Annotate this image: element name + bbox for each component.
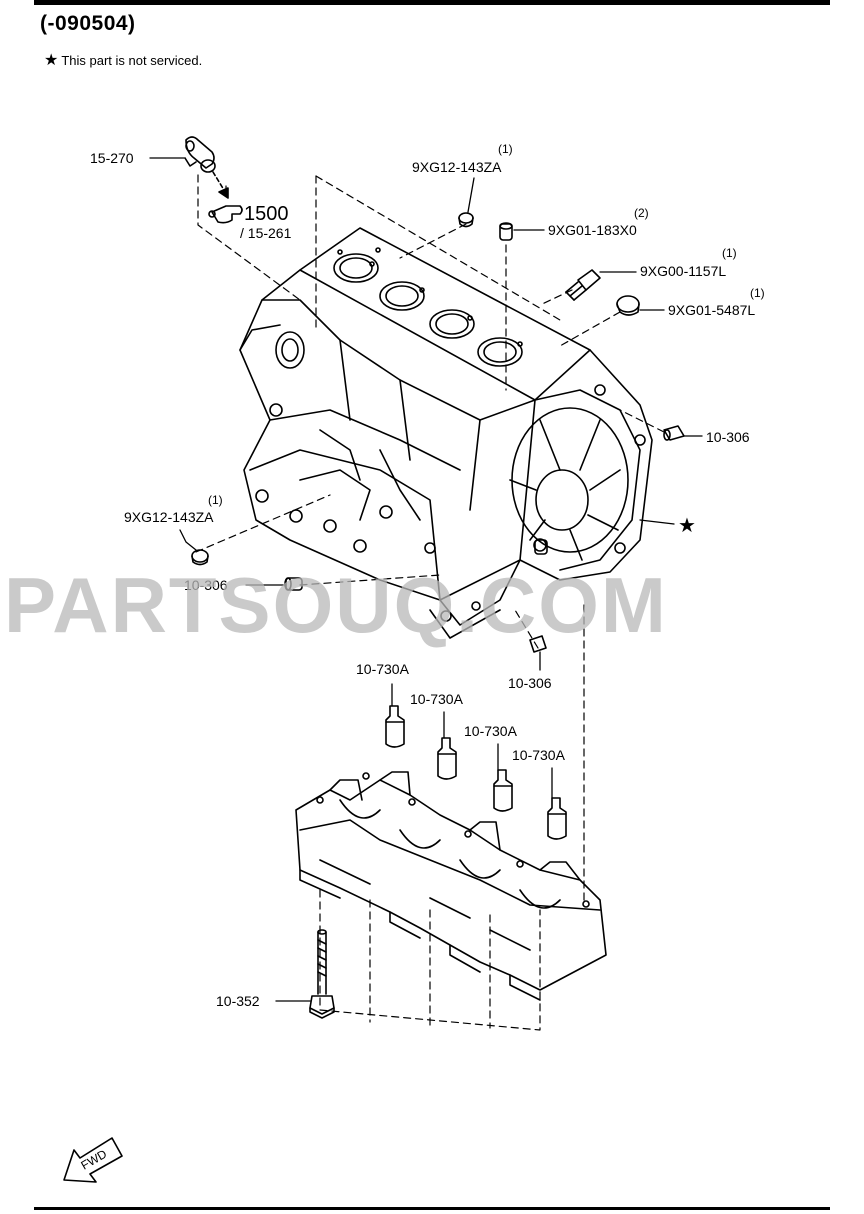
- dowel-10-306-right-icon: [663, 425, 685, 441]
- plug-top-icon: [458, 212, 474, 228]
- lash-adjuster-4-icon: [547, 797, 567, 840]
- label-10-730a-1: 10-730A: [356, 661, 410, 677]
- dowel-10-306-bottom-icon: [529, 635, 547, 653]
- dowel-pin-top-icon: [499, 222, 513, 241]
- label-15-270: 15-270: [90, 150, 134, 166]
- fitting-15-270-icon: [184, 136, 216, 173]
- label-15-261: / 15-261: [240, 225, 292, 241]
- label-10-730a-2: 10-730A: [410, 691, 464, 707]
- label-9xg01-5487l: 9XG01-5487L: [668, 302, 755, 318]
- star-icon: ★: [44, 52, 59, 69]
- bottom-border: [34, 1207, 830, 1210]
- label-10-352: 10-352: [216, 993, 260, 1009]
- assembly-lines: [195, 174, 665, 1031]
- label-9xg01-183x0: 9XG01-183X0: [548, 222, 637, 238]
- qty-9xg12-143za-top: (1): [498, 142, 513, 156]
- pointing-hand-icon: [208, 205, 243, 224]
- qty-9xg01-183x0: (2): [634, 206, 649, 220]
- lash-adjuster-1-icon: [385, 705, 405, 748]
- qty-9xg00-1157l: (1): [722, 246, 737, 260]
- lash-adjuster-2-icon: [437, 737, 457, 780]
- top-border: [34, 0, 830, 5]
- lash-adjuster-3-icon: [493, 769, 513, 812]
- label-9xg12-143za-top: 9XG12-143ZA: [412, 159, 502, 175]
- fwd-label: FWD: [79, 1147, 110, 1173]
- star-marker: ★: [678, 515, 696, 537]
- qty-9xg01-5487l: (1): [750, 286, 765, 300]
- label-10-730a-3: 10-730A: [464, 723, 518, 739]
- dowel-10-306-left-icon: [284, 577, 303, 591]
- label-9xg12-143za-left: 9XG12-143ZA: [124, 509, 214, 525]
- sensor-plug-icon: [565, 269, 601, 301]
- watermark: PARTSOUQ.COM: [4, 561, 668, 649]
- service-note: ★This part is not serviced.: [44, 50, 202, 70]
- leader-lines: [149, 157, 703, 1002]
- label-10-306-left: 10-306: [184, 577, 228, 593]
- main-bearing-cap-ladder-icon: [295, 771, 607, 1001]
- label-10-306-right: 10-306: [706, 429, 750, 445]
- bolt-10-352-icon: [309, 929, 335, 1019]
- page-title: (-090504): [40, 12, 136, 35]
- label-10-306-bottom: 10-306: [508, 675, 552, 691]
- label-9xg00-1157l: 9XG00-1157L: [640, 263, 726, 279]
- expansion-plug-icon: [616, 295, 640, 316]
- fwd-arrow-icon: [63, 1137, 123, 1183]
- label-10-730a-4: 10-730A: [512, 747, 566, 763]
- service-note-text: This part is not serviced.: [61, 53, 203, 68]
- label-1500: 1500: [244, 203, 289, 225]
- cylinder-block-icon: [239, 227, 653, 639]
- plug-left-icon: [191, 549, 209, 566]
- qty-9xg12-143za-left: (1): [208, 493, 223, 507]
